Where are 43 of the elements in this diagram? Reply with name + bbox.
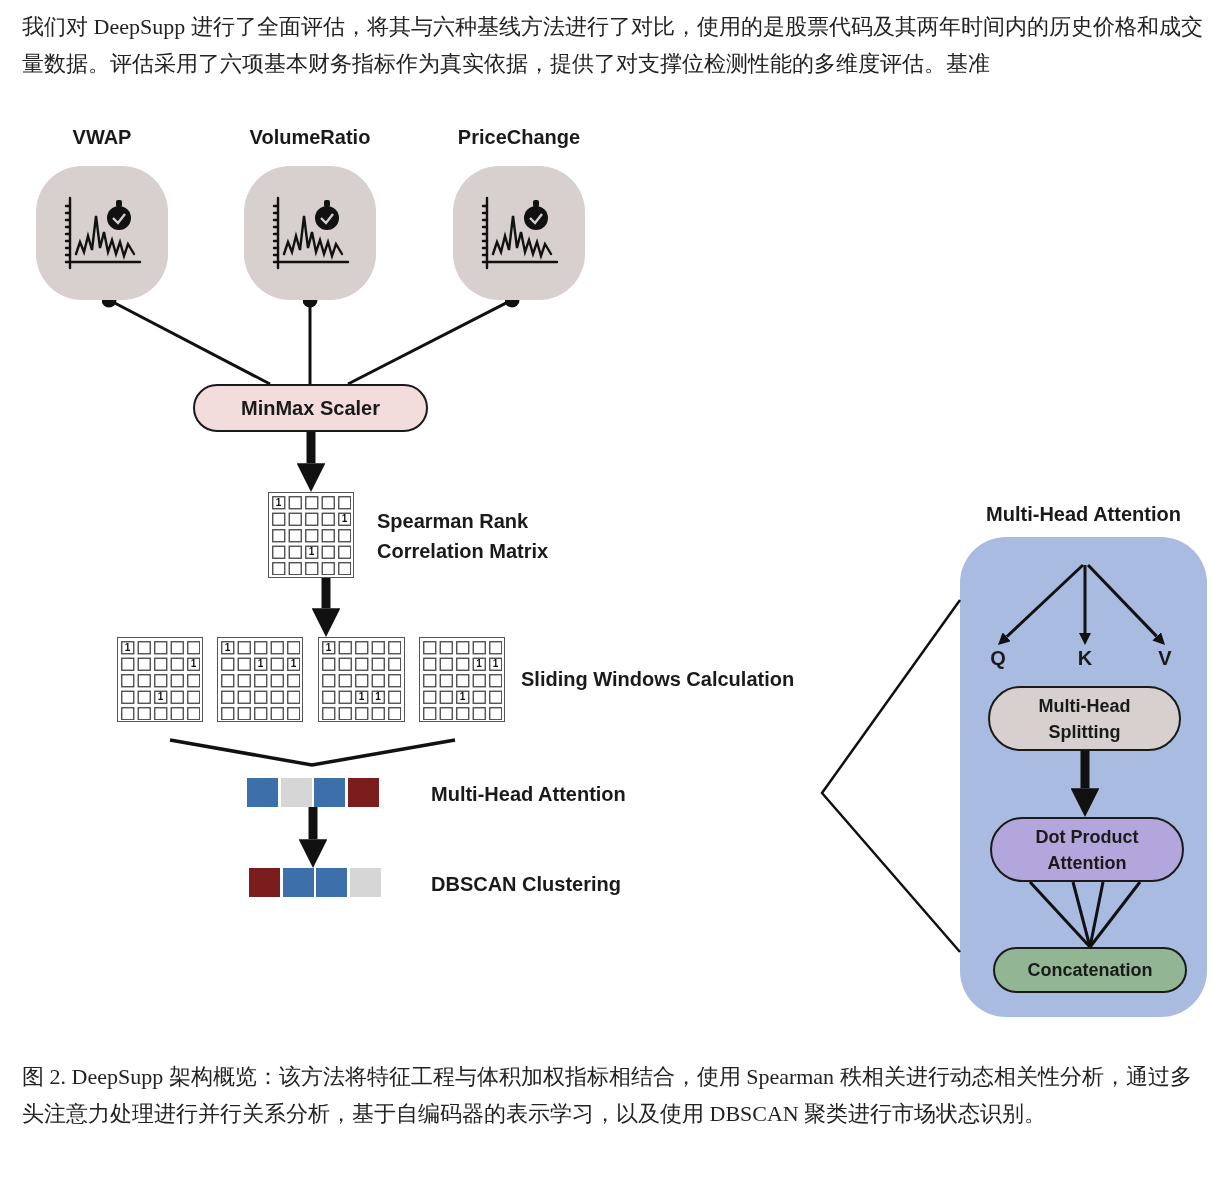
process-pill: Concatenation: [993, 947, 1187, 993]
cell-value: 1: [123, 641, 132, 654]
color-vector: [247, 778, 378, 807]
panel-heading: Multi-Head Attention: [985, 503, 1182, 527]
qkv-label: V: [1150, 645, 1180, 671]
cell-value: 1: [156, 691, 165, 703]
cell-value: 1: [458, 691, 467, 703]
qkv-label: Q: [983, 645, 1013, 671]
cell-value: 1: [475, 658, 483, 670]
process-pill: Multi-Head Splitting: [988, 686, 1181, 751]
cell-value: 1: [274, 496, 283, 509]
cell-value: 1: [491, 658, 500, 670]
connector-line: [1088, 881, 1142, 948]
feature-title: PriceChange: [456, 126, 582, 150]
arrow: [1086, 563, 1165, 645]
matrix-caption: Sliding Windows Calculation: [521, 667, 796, 692]
arrow: [296, 432, 326, 492]
vector-caption: DBSCAN Clustering: [431, 872, 622, 897]
feature-title: VolumeRatio: [248, 126, 372, 150]
process-pill: MinMax Scaler: [193, 384, 428, 432]
feature-title: VWAP: [71, 126, 133, 150]
intro-paragraph: 我们对 DeepSupp 进行了全面评估，将其与六种基线方法进行了对比，使用的是股票代码及其两年时间内的历史价格和成交量数据。评估采用了六项基本财务指标作为真实依据，提供了对支撑位检测性能的多维度评估。基准: [22, 13, 1204, 78]
color-vector: [249, 868, 380, 897]
cell-value: 1: [357, 691, 366, 703]
cell-value: 1: [189, 658, 198, 670]
cell-value: 1: [324, 641, 333, 654]
arrow: [311, 578, 341, 637]
vector-caption: Multi-Head Attention: [431, 782, 627, 807]
matrix-caption: Spearman Rank Correlation Matrix: [377, 509, 550, 564]
cell-value: 1: [307, 546, 316, 558]
figure-caption: 图 2. DeepSupp 架构概览：该方法将特征工程与体积加权指标相结合，使用 Spearman 秩相关进行动态相关性分析，通过多头注意力处理进行并行关系分析，基于自编码器的表示学习，以及使用 DBSCAN 聚类进行市场状态识别。: [22, 1063, 1193, 1128]
cell-value: 1: [223, 641, 232, 654]
arrow: [298, 807, 328, 868]
cell-value: 1: [256, 658, 265, 670]
arrow: [1070, 751, 1100, 817]
qkv-label: K: [1070, 645, 1100, 671]
cell-value: 1: [374, 691, 382, 703]
cell-value: 1: [340, 513, 349, 525]
cell-value: 1: [289, 658, 298, 670]
arrow: [998, 563, 1085, 645]
arrow: [1079, 565, 1091, 645]
connector-line: [1028, 881, 1092, 948]
process-pill: Dot Product Attention: [990, 817, 1184, 882]
